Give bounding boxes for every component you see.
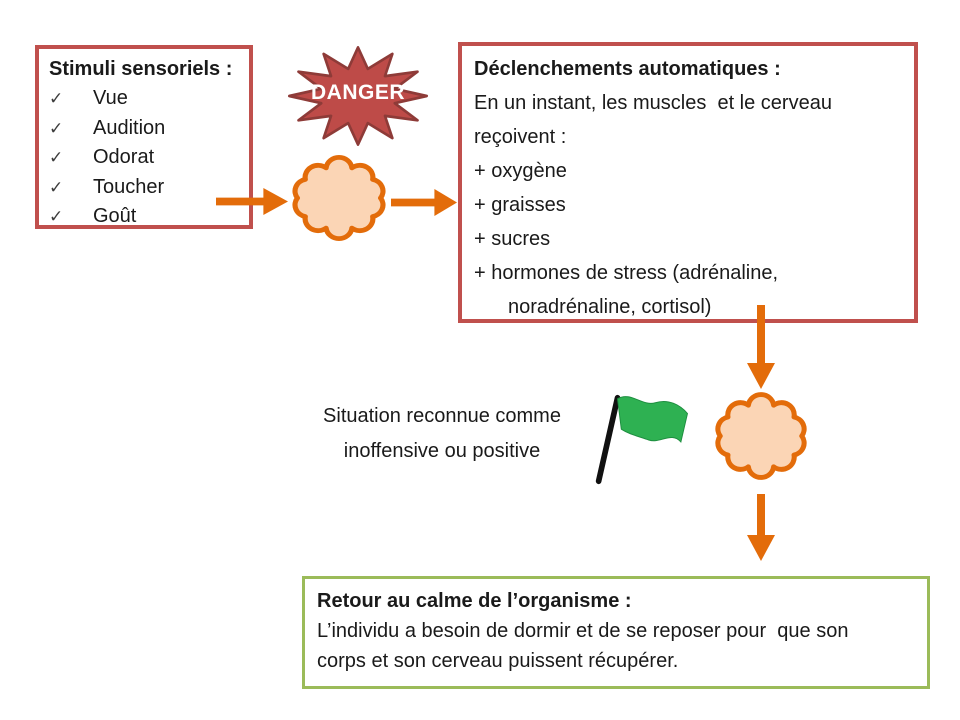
triggers-box-title: Déclenchements automatiques : <box>474 58 781 80</box>
calm-line: L’individu a besoin de dormir et de se r… <box>317 620 849 642</box>
check-icon: ✓ <box>49 148 64 167</box>
list-item-label: Audition <box>93 116 166 139</box>
green-flag-icon <box>592 390 696 488</box>
danger-starburst-icon: DANGER <box>284 42 432 150</box>
stimuli-box: Stimuli sensoriels : ✓ Vue ✓ Audition ✓ … <box>35 45 253 229</box>
list-item-label: Toucher <box>93 175 165 198</box>
list-item: ✓ Audition <box>49 114 239 144</box>
stimuli-box-title: Stimuli sensoriels : <box>49 58 233 80</box>
triggers-line: reçoivent : <box>474 126 567 148</box>
check-icon: ✓ <box>49 207 64 226</box>
list-item: ✓ Toucher <box>49 173 239 203</box>
calm-line: corps et son cerveau puissent récupérer. <box>317 650 679 672</box>
list-item-label: Odorat <box>93 146 155 168</box>
check-icon: ✓ <box>49 177 64 197</box>
triggers-line: + sucres <box>474 228 551 250</box>
triggers-line: + oxygène <box>474 160 567 182</box>
triggers-line: + graisses <box>474 194 566 216</box>
check-icon: ✓ <box>49 89 64 108</box>
brain-cloud-icon <box>287 150 391 246</box>
triggers-box: Déclenchements automatiques : En un inst… <box>458 42 918 323</box>
triggers-line: noradrénaline, cortisol) <box>508 296 712 318</box>
check-icon: ✓ <box>49 118 64 138</box>
arrow-down-icon <box>746 305 776 389</box>
danger-label: DANGER <box>310 81 405 104</box>
situation-label-line1: Situation reconnue comme <box>323 405 561 427</box>
calm-box-title: Retour au calme de l’organisme : <box>317 590 632 612</box>
arrow-right-icon <box>391 188 457 217</box>
triggers-line: + hormones de stress (adrénaline, <box>474 262 779 284</box>
list-item: ✓ Odorat <box>49 143 239 173</box>
list-item-label: Goût <box>93 205 137 227</box>
calm-box: Retour au calme de l’organisme : L’indiv… <box>302 576 930 689</box>
situation-label: Situation reconnue comme inoffensive ou … <box>293 399 591 469</box>
arrow-down-icon <box>746 494 776 561</box>
brain-cloud-icon <box>710 387 812 485</box>
situation-label-line2: inoffensive ou positive <box>343 440 541 462</box>
arrow-right-icon <box>216 187 288 216</box>
triggers-line: En un instant, les muscles et le cerveau <box>474 92 832 114</box>
list-item-label: Vue <box>93 87 128 109</box>
list-item: ✓ Vue <box>49 84 239 114</box>
list-item: ✓ Goût <box>49 202 239 232</box>
